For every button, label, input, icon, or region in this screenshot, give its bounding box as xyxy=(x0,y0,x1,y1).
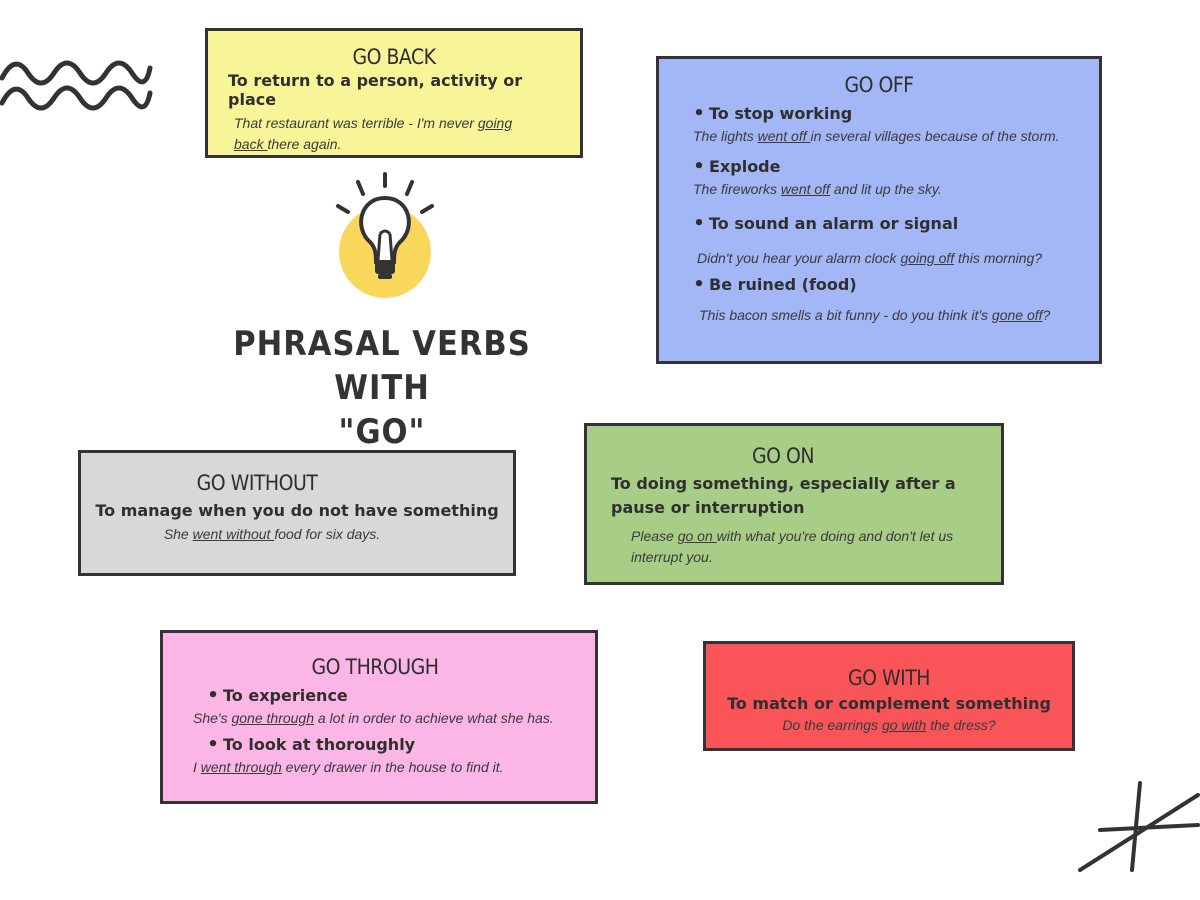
definition: To manage when you do not have something xyxy=(95,501,499,520)
card-go-through: GO THROUGH To experience She's gone thro… xyxy=(160,630,598,804)
definition: To doing something, especially after a p… xyxy=(611,474,956,517)
title-line-1: PHRASAL VERBS WITH xyxy=(233,324,531,408)
example-sentence: She went without food for six days. xyxy=(163,526,381,542)
card-go-back: GO BACK To return to a person, activity … xyxy=(205,28,583,158)
card-heading: GO THROUGH xyxy=(311,655,439,679)
title-line-2: "GO" xyxy=(338,412,426,452)
squiggle-decoration xyxy=(0,60,153,111)
definition: To stop working xyxy=(689,103,1089,124)
definition: To look at thoroughly xyxy=(203,734,587,755)
card-go-with: GO WITH To match or complement something… xyxy=(703,641,1075,751)
example-sentence: This bacon smells a bit funny - do you t… xyxy=(699,307,1051,323)
card-heading: GO BACK xyxy=(352,45,436,69)
definition: To return to a person, activity or place xyxy=(228,71,523,109)
definition: To match or complement something xyxy=(727,694,1051,713)
example-sentence: Do the earrings go with the dress? xyxy=(782,717,996,733)
example-sentence: I went through every drawer in the house… xyxy=(193,759,504,775)
card-go-off: GO OFF To stop working The lights went o… xyxy=(656,56,1102,364)
definition: To sound an alarm or signal xyxy=(689,213,1089,234)
example-sentence: She's gone through a lot in order to ach… xyxy=(193,710,554,726)
example-sentence: That restaurant was terrible - I'm never… xyxy=(234,115,513,152)
example-sentence: Didn't you hear your alarm clock going o… xyxy=(697,250,1043,266)
definition: To experience xyxy=(203,685,587,706)
example-sentence: The fireworks went off and lit up the sk… xyxy=(693,181,942,197)
card-heading: GO OFF xyxy=(844,73,914,97)
card-heading: GO WITH xyxy=(847,666,931,690)
example-sentence: Please go on with what you're doing and … xyxy=(631,528,954,565)
definition: Explode xyxy=(689,156,1089,177)
example-sentence: The lights went off in several villages … xyxy=(693,128,1060,144)
scribble-decoration xyxy=(1078,781,1200,872)
lightbulb-icon xyxy=(336,172,434,298)
card-heading: GO WITHOUT xyxy=(196,471,318,495)
card-go-without: GO WITHOUT To manage when you do not hav… xyxy=(78,450,516,576)
page-title: PHRASAL VERBS WITH "GO" xyxy=(214,322,550,454)
definition: Be ruined (food) xyxy=(689,274,1089,295)
card-heading: GO ON xyxy=(751,444,815,468)
card-go-on: GO ON To doing something, especially aft… xyxy=(584,423,1004,585)
